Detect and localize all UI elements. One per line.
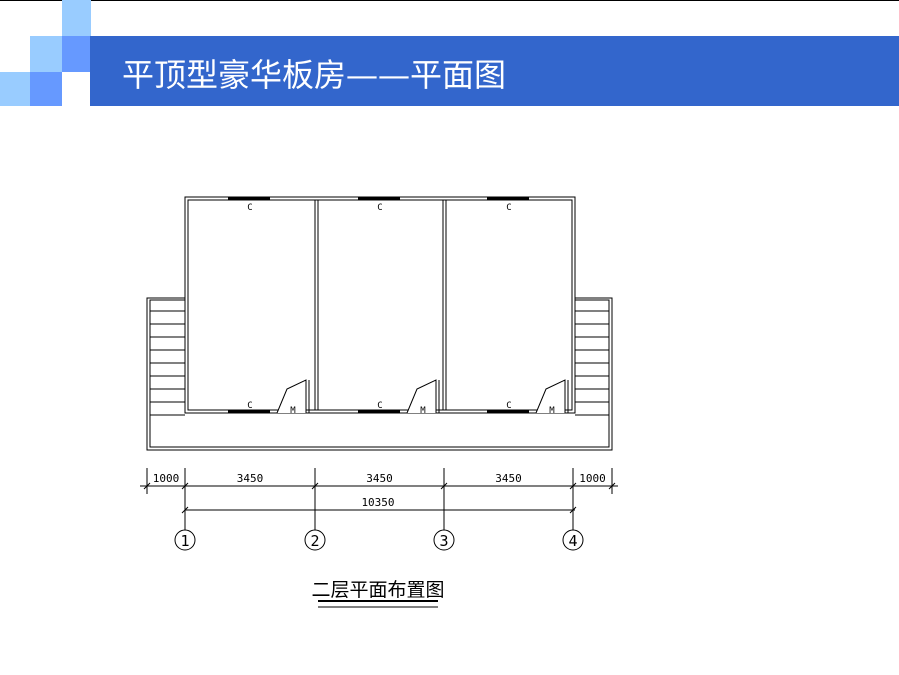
door-swing [535,379,569,414]
axis-label: 3 [439,532,448,550]
deco-square [0,72,30,106]
window-label: C [506,401,511,411]
axis-bubble [304,529,326,551]
axis-bubble [433,529,455,551]
door-swing [406,379,440,414]
door-label: M [420,406,426,416]
window-label: C [377,401,382,411]
stairs [150,310,609,416]
dimension-label: 3450 [237,472,264,485]
plan-caption: 二层平面布置图 [311,579,444,601]
door-label: M [549,406,555,416]
axis-label: 4 [568,532,577,550]
door-swing [276,379,310,414]
slide-title: 平顶型豪华板房——平面图 [122,56,507,94]
doors [276,379,569,414]
window-label: C [247,203,252,213]
window-label: C [247,401,252,411]
dimension-label: 3450 [495,472,522,485]
axis-bubble [562,529,584,551]
deco-square [30,36,62,72]
dimension-label: 3450 [366,472,393,485]
title-bar [90,36,899,106]
top-rule [0,0,899,1]
window-label: C [506,203,511,213]
axis-bubble [174,529,196,551]
axis-label: 2 [310,532,319,550]
dimension-label: 1000 [579,472,606,485]
dimension-label: 1000 [153,472,180,485]
total-dimension: 10350 [361,496,394,509]
building-inner [187,199,573,411]
door-label: M [290,406,296,416]
deco-square [62,0,91,36]
deco-square [30,72,62,106]
dim-tick [143,482,151,490]
building-outline [184,196,576,414]
dim-tick [608,482,616,490]
deco-square [62,36,91,72]
axis-label: 1 [180,532,189,550]
window-label: C [377,203,382,213]
